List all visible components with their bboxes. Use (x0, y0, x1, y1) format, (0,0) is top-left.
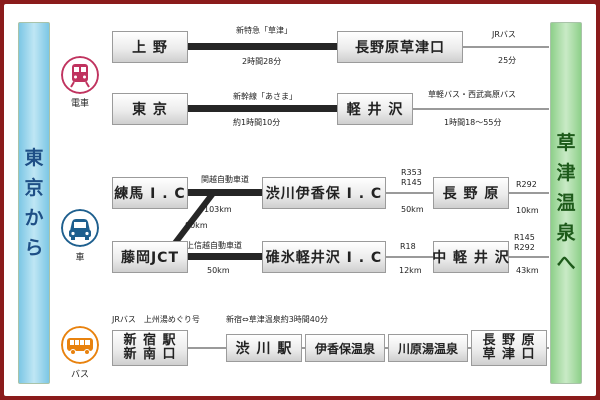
banner-char: ら (24, 237, 44, 259)
banner-char: 温 (556, 192, 576, 214)
distance-label: 10km (516, 206, 539, 215)
bus-icon-label: バス (70, 370, 89, 380)
station-tokyo: 東 京 (112, 93, 188, 125)
car-icon (61, 209, 99, 247)
stop-naganohara-kusatsuguchi: 長 野 原 草 津 口 (471, 330, 547, 366)
station-ueno: 上 野 (112, 31, 188, 63)
road-route: R292 (516, 180, 537, 189)
expressway-label: 関越自動車道 (201, 175, 249, 184)
place-naganohara: 長 野 原 (433, 177, 509, 209)
ic-shibukawa-ikaho: 渋川伊香保 I . C (262, 177, 386, 209)
road-line (386, 256, 434, 258)
distance-label: 103km (204, 205, 232, 214)
transfer-mode: JRバス (492, 30, 516, 39)
expressway-label: 上信越自動車道 (186, 241, 242, 250)
ic-nerima: 練馬 I . C (112, 177, 188, 209)
station-naganohara-kusatsuguchi: 長野原草津口 (337, 31, 463, 63)
stop-ikaho-onsen: 伊香保温泉 (305, 334, 385, 362)
travel-time: 2時間28分 (242, 57, 282, 66)
banner-char: 津 (556, 162, 576, 184)
stop-shibukawa-station: 渋 川 駅 (226, 334, 302, 362)
banner-char: 泉 (556, 222, 576, 244)
road-route-text: R353 R145 (401, 168, 422, 187)
place-nakakaruizawa: 中 軽 井 沢 (432, 241, 509, 273)
banner-char: へ (556, 252, 576, 274)
road-line (386, 192, 434, 194)
rail-line (186, 43, 338, 50)
road-route-text: R145 R292 (514, 233, 535, 252)
expressway-line (186, 253, 264, 260)
road-route: R145 R292 (514, 233, 535, 253)
route-map-panel: 東 京 か ら 草 津 温 泉 へ 電車 新特急「草津」 2時間28分 上 野 … (4, 4, 596, 396)
travel-time: 約1時間10分 (233, 118, 281, 127)
transfer-time: 1時間18～55分 (444, 118, 502, 127)
train-service-label: 新幹線「あさま」 (233, 92, 297, 101)
road-route: R18 (400, 242, 416, 251)
train-service-label: 新特急「草津」 (236, 26, 292, 35)
stop-name: 新 宿 駅 新 南 口 (123, 333, 177, 362)
from-tokyo-banner: 東 京 か ら (18, 22, 50, 384)
transfer-time: 25分 (498, 56, 517, 65)
road-route: R353 R145 (401, 168, 422, 188)
distance-label: 80km (185, 221, 208, 230)
banner-char: か (24, 207, 44, 229)
rail-line (186, 105, 338, 112)
road-line (509, 192, 549, 194)
distance-label: 12km (399, 266, 422, 275)
jct-fujioka: 藤岡JCT (112, 241, 188, 273)
expressway-line (186, 189, 264, 196)
bus-time-label: 新宿⇔草津温泉約3時間40分 (226, 315, 328, 324)
distance-label: 50km (207, 266, 230, 275)
bus-service-label: JRバス 上州湯めぐり号 (112, 315, 200, 324)
train-icon (61, 56, 99, 94)
bus-icon (61, 326, 99, 364)
stop-name: 長 野 原 草 津 口 (482, 333, 536, 362)
ic-usui-karuizawa: 碓氷軽井沢 I . C (262, 241, 386, 273)
banner-char: 京 (24, 177, 44, 199)
distance-label: 43km (516, 266, 539, 275)
stop-kawarayu-onsen: 川原湯温泉 (388, 334, 468, 362)
station-karuizawa: 軽 井 沢 (337, 93, 413, 125)
distance-label: 50km (401, 205, 424, 214)
car-icon-label: 車 (75, 253, 85, 263)
to-kusatsu-banner: 草 津 温 泉 へ (550, 22, 582, 384)
bus-transfer-line (463, 46, 549, 48)
train-icon-label: 電車 (70, 99, 89, 109)
stop-shinjuku-south: 新 宿 駅 新 南 口 (112, 330, 188, 366)
banner-char: 草 (556, 132, 576, 154)
banner-char: 東 (24, 147, 44, 169)
bus-transfer-line (413, 108, 549, 110)
road-line (509, 256, 549, 258)
transfer-mode: 草軽バス・西武高原バス (428, 90, 516, 99)
